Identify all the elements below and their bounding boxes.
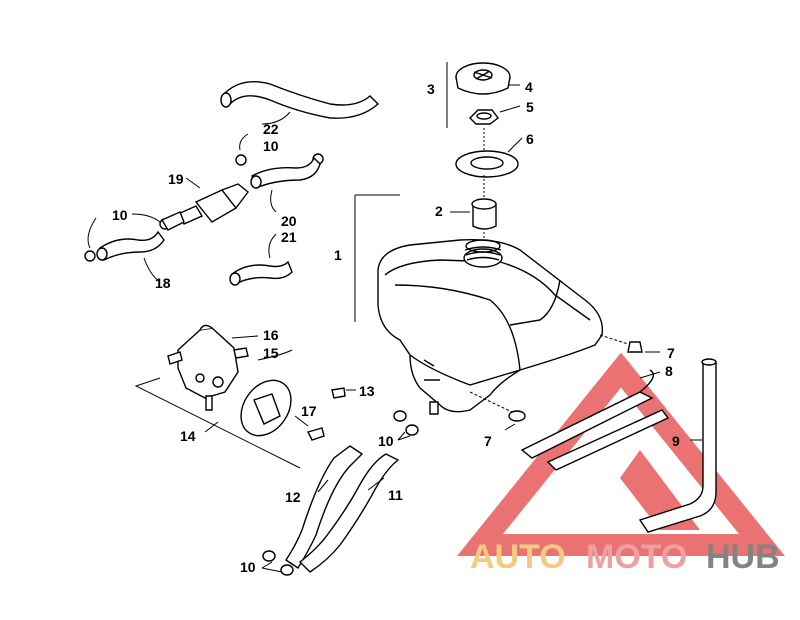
label-part-17: 17 xyxy=(301,403,317,419)
label-part-22: 22 xyxy=(263,121,279,137)
fuel-valve-body xyxy=(167,324,249,411)
tank-bolt-lower xyxy=(469,391,526,422)
label-part-20: 20 xyxy=(281,213,297,229)
tank-bolt-upper xyxy=(599,334,643,353)
label-part-11: 11 xyxy=(388,487,403,503)
filler-cap xyxy=(455,62,511,95)
label-part-13: 13 xyxy=(359,383,375,399)
label-part-10-bottom: 10 xyxy=(240,559,256,575)
label-part-10-left: 10 xyxy=(112,207,128,223)
label-part-19: 19 xyxy=(168,171,184,187)
cap-gasket xyxy=(469,109,499,125)
watermark-triangle-logo xyxy=(457,352,785,556)
bracket-1 xyxy=(354,194,400,322)
label-part-10-tank: 10 xyxy=(378,433,394,449)
fuel-hose-22 xyxy=(220,81,380,119)
fuel-hose-20 xyxy=(250,156,321,189)
vent-hose xyxy=(638,358,717,533)
label-part-10-upper: 10 xyxy=(263,138,279,154)
fuel-hose-12 xyxy=(285,445,364,569)
fuel-tank xyxy=(377,239,604,415)
filler-ring xyxy=(455,150,519,178)
label-part-4: 4 xyxy=(525,79,533,95)
fuel-hose-11 xyxy=(298,453,400,573)
label-part-1: 1 xyxy=(334,247,342,263)
fuel-valve-lever xyxy=(240,379,292,437)
label-part-18: 18 xyxy=(155,275,171,291)
callout-labels: 1 2 3 4 5 6 7 7 8 9 10 10 10 10 11 12 13… xyxy=(112,79,680,575)
label-part-16: 16 xyxy=(263,327,279,343)
label-part-14: 14 xyxy=(180,428,196,444)
label-part-21: 21 xyxy=(281,229,297,245)
bracket-14 xyxy=(134,377,301,469)
label-part-2: 2 xyxy=(435,203,443,219)
label-part-3: 3 xyxy=(427,81,435,97)
screw-13 xyxy=(331,387,346,399)
label-part-5: 5 xyxy=(526,99,534,115)
label-part-6: 6 xyxy=(526,131,534,147)
filler-neck xyxy=(471,198,497,230)
tank-strap xyxy=(520,369,670,471)
label-part-8: 8 xyxy=(665,363,673,379)
watermark-hub-text: HUB xyxy=(706,538,780,576)
fuel-hose-18 xyxy=(96,230,165,261)
screw-17 xyxy=(306,427,325,441)
label-part-7-upper: 7 xyxy=(667,345,675,361)
label-part-7-lower: 7 xyxy=(484,433,492,449)
label-part-9: 9 xyxy=(672,433,680,449)
hose-clamp xyxy=(84,153,419,576)
label-part-12: 12 xyxy=(285,489,301,505)
watermark-auto-text: AUTO xyxy=(470,538,566,576)
automotohub-watermark: AUTO MOTO HUB xyxy=(457,352,785,576)
fuel-hose-21 xyxy=(229,260,293,286)
watermark-moto-text: MOTO xyxy=(586,538,687,576)
fuel-filter xyxy=(160,183,249,231)
label-part-15: 15 xyxy=(263,345,279,361)
